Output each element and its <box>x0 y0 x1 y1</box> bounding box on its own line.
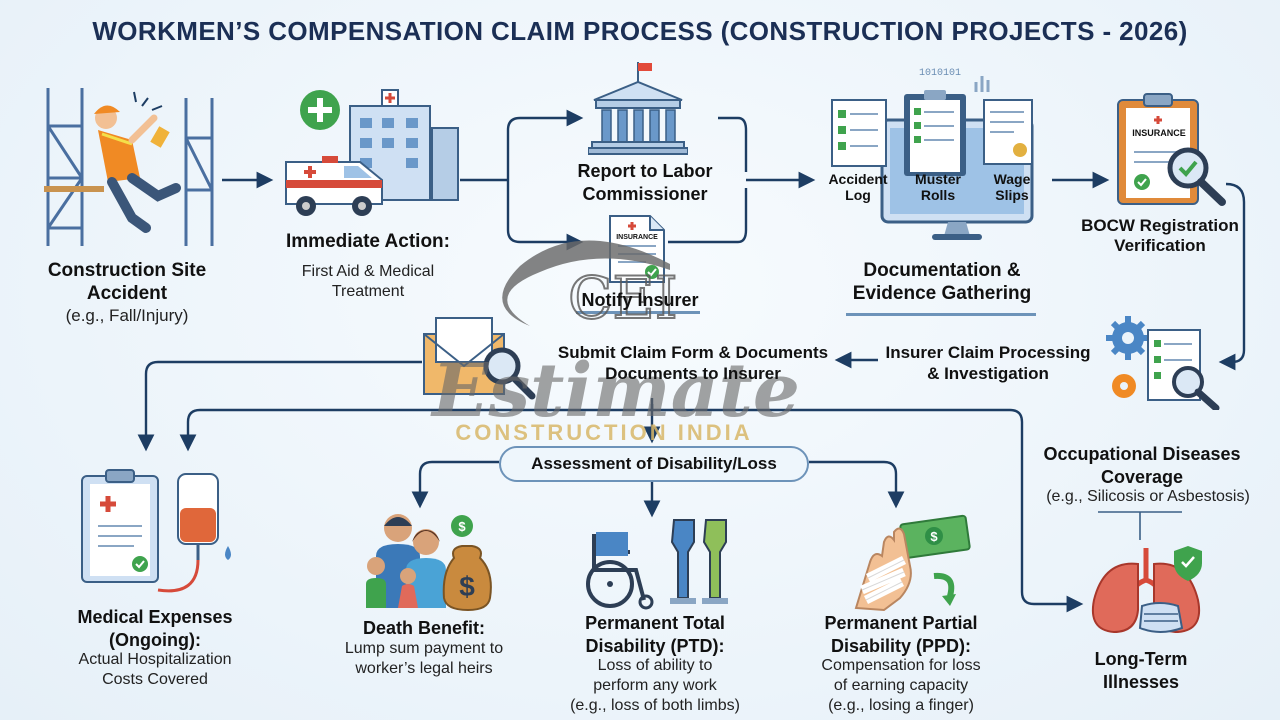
assessment-pill: Assessment of Disability/Loss <box>499 446 809 482</box>
bandaged-hand-money-icon: $ <box>854 514 971 612</box>
occupational-diseases-example: (e.g., Silicosis or Asbestosis) <box>1046 488 1250 505</box>
insurer-processing-title: Insurer Claim Processing& Investigation <box>885 343 1091 383</box>
processing-gears-icon <box>1106 316 1220 410</box>
documentation-underline <box>846 313 1036 316</box>
documentation-title: Documentation &Evidence Gathering <box>852 260 1032 304</box>
envelope-search-icon <box>423 317 536 400</box>
insurance-document-icon <box>609 215 665 283</box>
notify-insurer-title: Notify Insurer <box>581 290 699 310</box>
death-benefit-title: Death Benefit: <box>362 618 485 638</box>
watermark-word: Estimate <box>430 348 800 434</box>
page-title: WORKMEN’S COMPENSATION CLAIM PROCESS (CO… <box>92 16 1188 46</box>
insurer-doc-label: INSURANCE <box>616 234 658 241</box>
bocw-clipboard-icon <box>1117 93 1226 206</box>
watermark-mark: CEI <box>568 264 678 332</box>
accident-example: (e.g., Fall/Injury) <box>65 306 189 325</box>
government-building-icon <box>588 62 688 155</box>
svg-text:$: $ <box>458 519 466 534</box>
documents-monitor-icon <box>831 76 1034 240</box>
cei-estimate-watermark: CEI Estimate <box>430 240 800 434</box>
binary-decoration: 1010101 <box>918 68 961 79</box>
wheelchair-prosthetic-icon <box>586 519 728 610</box>
construction-accident-icon <box>44 88 214 246</box>
medical-expenses-title: Medical Expenses(Ongoing): <box>77 607 233 650</box>
watermark-tagline: CONSTRUCTION INDIA <box>455 420 753 445</box>
immediate-action-title: Immediate Action: <box>286 231 450 252</box>
medical-clipboard-iv-icon <box>81 469 231 593</box>
ambulance-hospital-icon <box>285 89 459 216</box>
lungs-mask-icon <box>1092 546 1202 634</box>
svg-text:$: $ <box>459 571 475 602</box>
svg-text:$: $ <box>930 529 938 544</box>
family-money-icon: $ $ <box>366 514 492 612</box>
bocw-doc-label: INSURANCE <box>1132 128 1186 138</box>
